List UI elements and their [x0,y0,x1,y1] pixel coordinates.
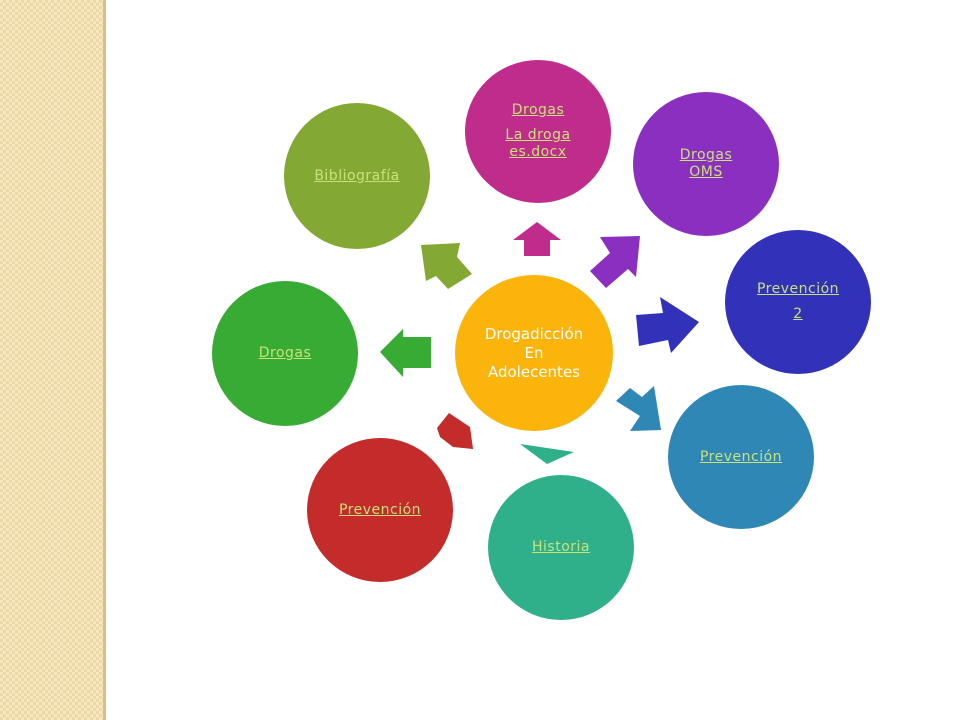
link-prevencion-left[interactable]: Prevención [338,501,422,518]
node-historia[interactable]: Historia [488,475,634,620]
link-bibliografia[interactable]: Bibliografía [314,167,400,184]
node-drogas-top[interactable]: Drogas La droga es.docx [465,60,611,203]
link-drogas-top[interactable]: Drogas [511,102,565,118]
arrow-prevencion-right [616,386,661,431]
node-drogas-left[interactable]: Drogas [212,281,358,426]
node-prevencion-2[interactable]: Prevención 2 [725,230,871,374]
center-node: Drogadicción En Adolecentes [455,275,613,431]
center-label: Drogadicción En Adolecentes [484,324,584,381]
link-drogas-oms[interactable]: Drogas OMS [679,147,733,180]
node-prevencion-right[interactable]: Prevención [668,385,814,529]
link-prevencion-2[interactable]: Prevención [756,281,840,297]
decorative-side-band [0,0,106,720]
arrow-drogas-top [513,222,561,256]
node-bibliografia[interactable]: Bibliografía [284,103,430,249]
node-prevencion-left[interactable]: Prevención [307,438,453,582]
arrow-prevencion-2 [636,297,699,353]
link-historia[interactable]: Historia [532,539,590,555]
arrow-drogas-oms [590,236,640,288]
side-band-edge [103,0,106,720]
arrow-drogas-left [380,329,431,377]
arrow-bibliografia [421,243,472,289]
link-prevencion-2-number[interactable]: 2 [793,306,803,322]
link-drogas-left[interactable]: Drogas [258,345,312,361]
arrow-historia [520,444,574,464]
link-prevencion-right[interactable]: Prevención [699,448,783,465]
node-drogas-oms[interactable]: Drogas OMS [633,92,779,236]
link-la-droga-docx[interactable]: La droga es.docx [505,127,571,160]
arrow-prevencion-left [437,413,473,449]
